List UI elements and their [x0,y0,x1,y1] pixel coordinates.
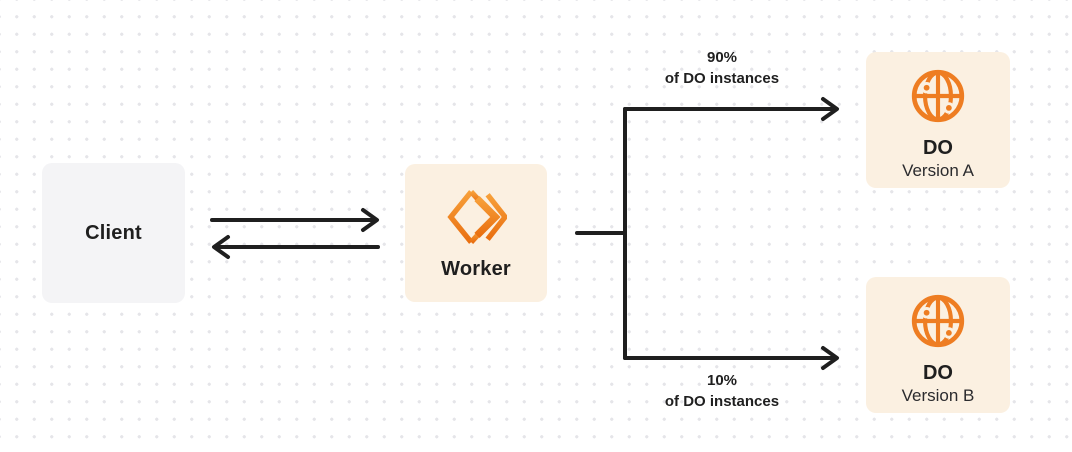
do-b-subtitle: Version B [901,386,975,405]
globe-icon [911,69,965,123]
do-version-a-node: DO Version A [866,52,1010,188]
worker-node: Worker [405,164,547,302]
arrow-client-to-worker [210,208,379,232]
do-version-b-node: DO Version B [866,277,1010,413]
branch-split-line [575,107,627,360]
client-node: Client [42,163,185,303]
do-a-title: DO [922,137,953,159]
arrow-to-do-version-b [623,346,839,370]
do-b-title: DO [922,362,953,384]
worker-label: Worker [441,257,511,280]
bottom-branch-label: 10% of DO instances [627,371,817,413]
bottom-branch-caption: of DO instances [664,393,780,410]
do-a-subtitle: Version A [902,161,974,180]
top-branch-caption: of DO instances [664,70,780,87]
client-label: Client [85,221,142,244]
top-branch-percent: 90% [706,49,738,66]
arrow-worker-to-client [212,235,380,259]
bottom-branch-percent: 10% [706,372,738,389]
globe-icon [911,294,965,348]
workers-chevrons-icon [447,189,507,244]
top-branch-label: 90% of DO instances [627,48,817,90]
arrow-to-do-version-a [623,97,839,121]
